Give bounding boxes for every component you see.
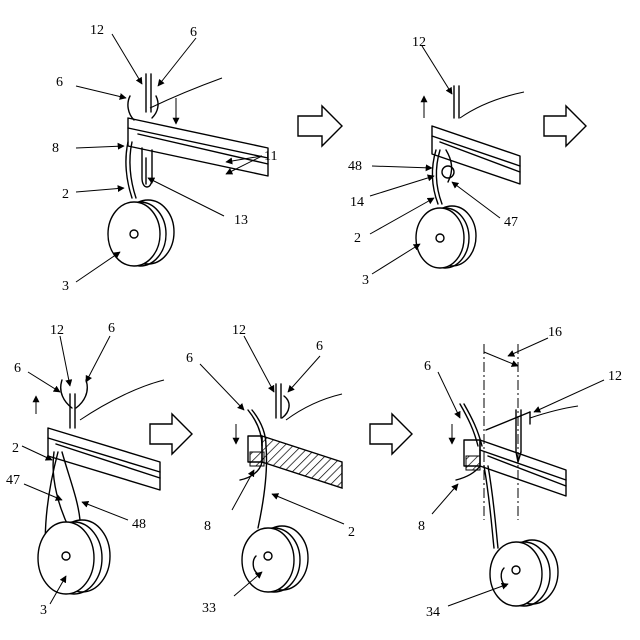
label-12: 12 xyxy=(608,369,622,384)
label-8: 8 xyxy=(204,519,211,534)
label-34: 34 xyxy=(426,605,440,620)
block-arrow-2-icon xyxy=(544,106,586,146)
label-47: 47 xyxy=(6,473,20,488)
label-6: 6 xyxy=(56,75,63,90)
label-8: 8 xyxy=(418,519,425,534)
label-3: 3 xyxy=(62,279,69,294)
label-6: 6 xyxy=(316,339,323,354)
label-48: 48 xyxy=(348,159,362,174)
label-6: 6 xyxy=(424,359,431,374)
label-48: 48 xyxy=(132,517,146,532)
label-12: 12 xyxy=(90,23,104,38)
block-arrow-4-icon xyxy=(370,414,412,454)
label-13: 13 xyxy=(234,213,248,228)
label-2: 2 xyxy=(62,187,69,202)
label-2: 2 xyxy=(12,441,19,456)
label-3: 3 xyxy=(40,603,47,618)
label-8: 8 xyxy=(52,141,59,156)
block-arrow-1-icon xyxy=(298,106,342,146)
label-2: 2 xyxy=(354,231,361,246)
label-12: 12 xyxy=(232,323,246,338)
label-33: 33 xyxy=(202,601,216,616)
panel-3: 12 6 6 2 47 48 3 xyxy=(6,321,164,618)
label-6: 6 xyxy=(14,361,21,376)
label-2: 2 xyxy=(348,525,355,540)
panel-4: 12 6 6 8 2 33 xyxy=(186,323,355,616)
label-6: 6 xyxy=(108,321,115,336)
label-12: 12 xyxy=(50,323,64,338)
label-47: 47 xyxy=(504,215,518,230)
label-6: 6 xyxy=(190,25,197,40)
panel-2: 12 48 14 47 2 3 xyxy=(348,35,524,288)
label-12: 12 xyxy=(412,35,426,50)
label-11: 11 xyxy=(264,149,277,164)
block-arrow-3-icon xyxy=(150,414,192,454)
label-16: 16 xyxy=(548,325,562,340)
label-3: 3 xyxy=(362,273,369,288)
label-14: 14 xyxy=(350,195,364,210)
panel-5: 16 6 12 8 34 xyxy=(418,325,622,620)
panel-1: 12 6 6 8 11 2 13 3 xyxy=(52,23,277,294)
label-6: 6 xyxy=(186,351,193,366)
